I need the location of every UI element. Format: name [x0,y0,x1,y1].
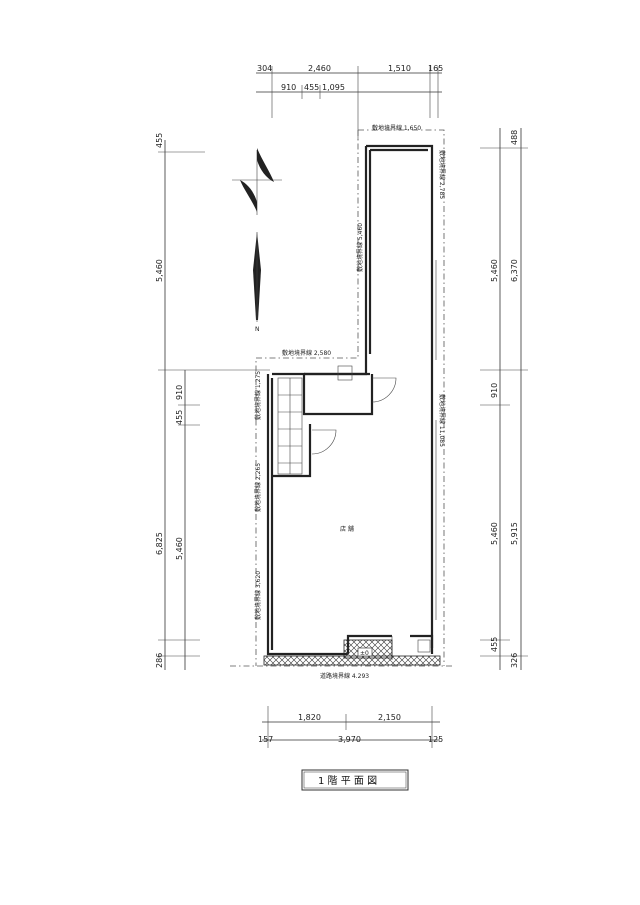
label-boundary-stair-b: 敷地境界線 2,265 [254,463,262,512]
drawing-title: 1 階 平 面 図 [318,775,377,787]
left-dimensions: 455 5,460 910 455 5,460 6,825 286 [155,133,270,670]
dim-top-2460: 2,460 [308,64,331,73]
bottom-dimensions: 1,820 2,150 157 3,970 125 [258,706,443,748]
dim-bottom-2150: 2,150 [378,713,401,722]
dim-bottom-1820: 1,820 [298,713,321,722]
label-boundary-right-upper: 敷地境界線 2,785 [438,150,446,199]
dim-right-5460-bottom: 5,460 [490,522,499,545]
north-letter: N [255,326,260,333]
entrance-hatch: ±0 [263,639,441,666]
dim-left-455-top: 455 [155,133,164,148]
entrance-level: ±0 [360,650,369,657]
label-boundary-left-lower: 敷地境界線 3,620 [254,571,262,620]
dim-left-910: 910 [175,385,184,400]
dim-left-5460-top: 5,460 [155,259,164,282]
label-boundary-road: 道路境界線 4.293 [320,672,369,680]
dim-bottom-3970: 3,970 [338,735,361,744]
boundary-labels: 敷地境界線 1,650 敷地境界線 2,785 敷地境界線 5,460 敷地境界… [254,124,446,680]
dim-left-286: 286 [155,653,164,668]
dim-left-5460-bottom: 5,460 [175,537,184,560]
dim-top-455: 455 [304,83,319,92]
dim-right-910: 910 [490,383,499,398]
dim-top-165: 165 [428,64,443,73]
top-dimensions: 304 2,460 1,510 165 910 455 1,095 [256,64,443,140]
site-boundary [230,129,455,667]
title-box: 1 階 平 面 図 [301,769,409,791]
dim-top-304: 304 [257,64,272,73]
building-walls [266,144,437,660]
dim-right-5915: 5,915 [510,522,519,545]
label-boundary-right-lower: 敷地境界線 11,085 [438,394,446,447]
dim-top-1095: 1,095 [322,83,345,92]
right-dimensions: 488 5,460 6,370 910 5,460 5,915 455 326 [480,128,528,670]
dim-right-455: 455 [490,637,499,652]
dim-right-5460-top: 5,460 [490,259,499,282]
dim-right-6370: 6,370 [510,259,519,282]
dim-top-910: 910 [281,83,296,92]
dim-left-6825: 6,825 [155,532,164,555]
dim-bottom-125: 125 [428,735,443,744]
label-boundary-middle: 敷地境界線 2,580 [282,349,331,357]
dim-right-326: 326 [510,653,519,668]
label-boundary-stair-a: 敷地境界線 1,275 [254,371,262,420]
north-arrow: N [232,148,282,333]
dim-bottom-157: 157 [258,735,273,744]
label-boundary-left-upper: 敷地境界線 5,460 [356,223,364,272]
dim-top-1510: 1,510 [388,64,411,73]
dim-left-455: 455 [175,410,184,425]
dim-right-488: 488 [510,130,519,145]
label-boundary-top: 敷地境界線 1,650 [372,124,421,132]
room-label-store: 店 舗 [340,525,354,533]
